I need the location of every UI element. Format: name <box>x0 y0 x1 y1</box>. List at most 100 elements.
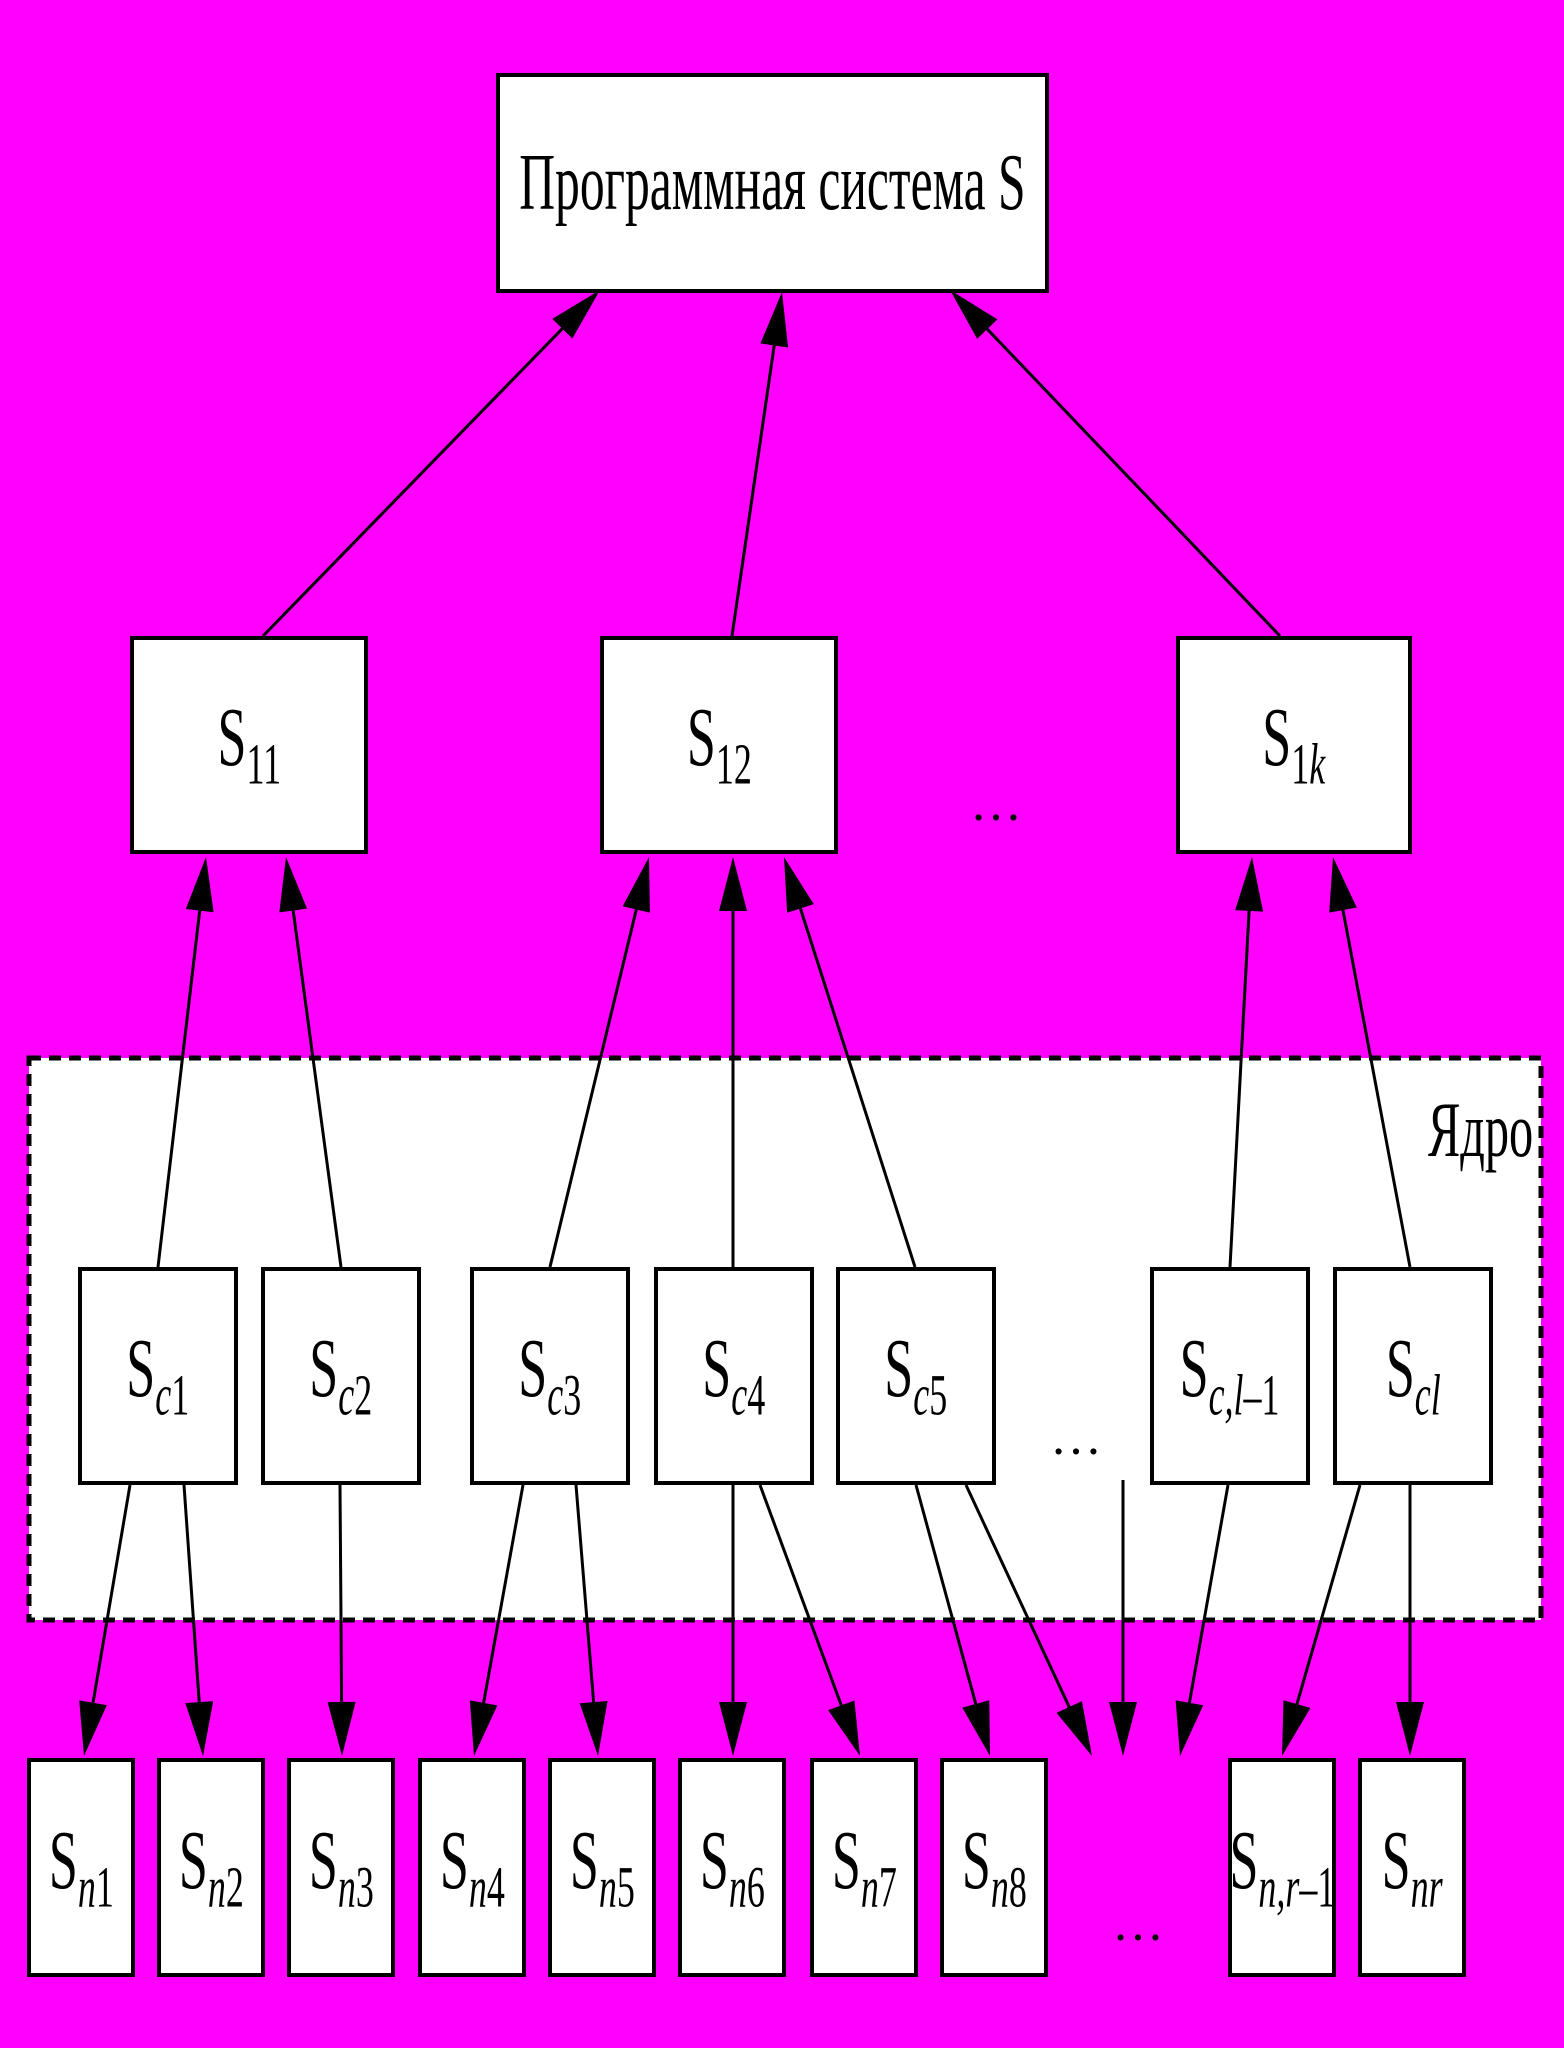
core-node-3: Sc3 <box>470 1267 630 1485</box>
node-s12: S12 <box>600 636 838 854</box>
core-label: Ядро <box>1428 1086 1534 1173</box>
node-main: S <box>884 1322 914 1416</box>
edge-c5-s12-head <box>784 857 814 913</box>
node-sub-suffix: 1 <box>171 1362 190 1428</box>
edge-cl1-more <box>1186 1484 1230 1709</box>
node-main: S <box>1262 691 1292 785</box>
edge-s1k-root-head <box>950 290 998 339</box>
node-sub-suffix: 3 <box>563 1362 582 1428</box>
edge-c1-n1 <box>90 1484 132 1709</box>
node-sub-italic: c <box>547 1362 564 1428</box>
node-main: S <box>309 1322 339 1416</box>
core-ellipsis: … <box>1050 1409 1102 1466</box>
node-sub-suffix: 6 <box>746 1854 765 1920</box>
edge-cl1-s1k-head <box>1235 857 1264 912</box>
edge-s11-root <box>261 323 568 638</box>
leaf-node-1: Sn1 <box>27 1758 135 1977</box>
edge-c2-n3-head <box>327 1701 356 1756</box>
leaf-node-3: Sn3 <box>287 1758 395 1977</box>
edge-c2-n3 <box>338 1484 344 1708</box>
node-sub-italic: nr <box>1410 1854 1443 1920</box>
node-sub: 12 <box>715 731 752 797</box>
core-node-5: Sc5 <box>836 1267 996 1485</box>
node-sub-italic: n <box>990 1854 1009 1920</box>
leaf-node-5: Sn5 <box>548 1758 656 1977</box>
node-sub-suffix: –1 <box>1298 1854 1335 1920</box>
node-sub-suffix: 7 <box>878 1854 897 1920</box>
leaf-node-2: Sn2 <box>157 1758 265 1977</box>
edge-s11-root-head <box>552 290 600 339</box>
node-sub-suffix: 2 <box>225 1854 244 1920</box>
leaf-node-6: Sn6 <box>678 1758 786 1977</box>
edge-c3-n4-head <box>469 1700 498 1756</box>
core-node-6: Sc,l–1 <box>1150 1267 1310 1485</box>
node-sub-italic: c <box>338 1362 355 1428</box>
node-main: S <box>48 1813 78 1907</box>
node-sub-italic: n <box>860 1854 879 1920</box>
node-sub-italic: n <box>728 1854 747 1920</box>
edge-c4-n7 <box>758 1484 845 1711</box>
edge-c2-s11 <box>290 904 343 1268</box>
edge-c1-n1-head <box>79 1700 107 1756</box>
edge-c3-s12 <box>548 903 640 1268</box>
edge-cl1-more-head <box>1175 1700 1204 1756</box>
node-main: S <box>308 1813 338 1907</box>
node-sub-suffix: 5 <box>616 1854 635 1920</box>
edge-c5-s12 <box>797 902 917 1268</box>
node-sub-italic: cl <box>1414 1362 1441 1428</box>
edge-c1-s11 <box>156 905 202 1268</box>
node-sub-suffix: 1 <box>95 1854 114 1920</box>
edge-cl-s1k-head <box>1329 857 1357 913</box>
node-sub-italic: c <box>913 1362 930 1428</box>
edge-c1-n2 <box>182 1484 202 1708</box>
node-main: S <box>1229 1813 1259 1907</box>
node-sub-italic: n,r <box>1258 1854 1299 1920</box>
edge-cl-s1k <box>1340 904 1412 1268</box>
node-sub-suffix: 3 <box>355 1854 374 1920</box>
edge-c4-n6-head <box>719 1702 747 1756</box>
node-main: S <box>178 1813 208 1907</box>
edge-s12-root-head <box>760 292 789 348</box>
node-sub-italic: n <box>77 1854 96 1920</box>
node-main: S <box>569 1813 599 1907</box>
node-sub: 11 <box>246 731 281 797</box>
edge-cl-nr-head <box>1396 1702 1424 1756</box>
node-sub-suffix: 5 <box>929 1362 948 1428</box>
node-main: S <box>831 1813 861 1907</box>
node-main: S <box>1381 1813 1411 1907</box>
core-node-1: Sc1 <box>78 1267 238 1485</box>
core-node-4: Sc4 <box>654 1267 814 1485</box>
edge-c3-n5-head <box>579 1701 608 1756</box>
edge-c3-n5 <box>574 1484 596 1708</box>
leaf-ellipsis: … <box>1112 1895 1164 1952</box>
edge-s12-root <box>730 339 777 637</box>
node-sub-italic: c,l <box>1209 1362 1244 1428</box>
node-sub-italic: n <box>598 1854 617 1920</box>
leaf-node-8: Sn8 <box>940 1758 1048 1977</box>
node-sub-prefix: 1 <box>1291 731 1310 797</box>
core-node-7: Scl <box>1333 1267 1493 1485</box>
leaf-node-9: Sn,r–1 <box>1228 1758 1336 1977</box>
node-main: S <box>1180 1322 1210 1416</box>
edge-c4-n7-head <box>828 1700 860 1756</box>
node-sub-italic: n <box>468 1854 487 1920</box>
edge-c1-n2-head <box>185 1701 214 1756</box>
node-sub-italic: c <box>155 1362 172 1428</box>
edge-cl-n-r1-head <box>1282 1700 1311 1756</box>
edge-c3-s12-head <box>622 857 650 913</box>
node-s11: S11 <box>130 636 368 854</box>
edge-c5-more <box>964 1484 1073 1713</box>
node-main: S <box>699 1813 729 1907</box>
node-main: S <box>217 691 247 785</box>
leaf-node-10: Snr <box>1358 1758 1466 1977</box>
edge-cl-n-r1 <box>1294 1484 1362 1710</box>
edge-c4-s12-head <box>719 857 747 911</box>
root-label: Программная система S <box>519 139 1026 227</box>
edge-c1-s11-head <box>185 857 214 913</box>
node-sub-suffix: 8 <box>1008 1854 1027 1920</box>
node-main: S <box>1385 1322 1415 1416</box>
leaf-node-4: Sn4 <box>418 1758 526 1977</box>
edge-cl1-s1k <box>1228 905 1251 1268</box>
node-main: S <box>126 1322 156 1416</box>
